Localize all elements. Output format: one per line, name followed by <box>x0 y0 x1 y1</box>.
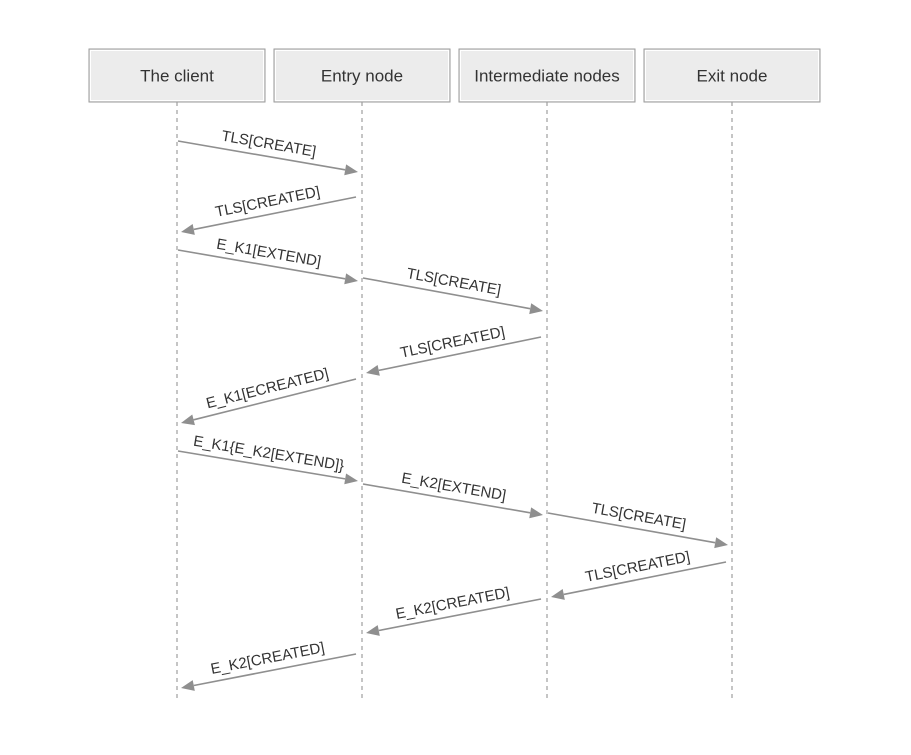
message-arrow: TLS[CREATED] <box>181 183 357 235</box>
participant-box <box>458 48 636 103</box>
participant-box <box>88 48 266 103</box>
message-arrow: E_K2[EXTEND] <box>362 470 543 519</box>
message-line <box>547 512 716 544</box>
arrowhead-icon <box>366 364 380 376</box>
messages: TLS[CREATE]TLS[CREATED]E_K1[EXTEND]TLS[C… <box>177 128 728 691</box>
message-arrow: E_K2[CREATED] <box>181 639 357 691</box>
message-label: TLS[CREATE] <box>590 500 687 533</box>
message-arrow: E_K1[EXTEND] <box>177 236 358 285</box>
message-line <box>193 196 357 231</box>
participant-box-inner <box>90 50 264 101</box>
arrowhead-icon <box>529 303 543 315</box>
arrowhead-icon <box>181 414 195 426</box>
message-line <box>193 378 357 421</box>
message-arrow: TLS[CREATED] <box>366 324 542 376</box>
arrowhead-icon <box>344 273 358 285</box>
message-arrow: E_K2[CREATED] <box>366 584 542 636</box>
message-line <box>378 598 542 632</box>
participants: The client Entry node Intermediate nodes Ex… <box>88 48 821 103</box>
message-arrow: TLS[CREATED] <box>551 548 727 600</box>
arrowhead-icon <box>366 625 380 636</box>
participant-label: The client <box>140 67 214 86</box>
message-arrow: E_K1[ECREATED] <box>181 365 357 426</box>
participant-intermediate: Intermediate nodes <box>458 48 636 103</box>
participant-exit: Exit node <box>643 48 821 103</box>
participant-label: Intermediate nodes <box>474 67 620 86</box>
participant-label: Entry node <box>321 67 403 86</box>
message-line <box>177 450 346 480</box>
participant-label: Exit node <box>697 67 768 86</box>
lifelines <box>176 102 733 702</box>
participant-box <box>643 48 821 103</box>
message-label: E_K2[CREATED] <box>209 639 326 678</box>
participant-box <box>273 48 451 103</box>
message-line <box>177 140 346 171</box>
message-line <box>193 653 357 687</box>
message-line <box>177 249 346 280</box>
participant-box-inner <box>645 50 819 101</box>
arrowhead-icon <box>344 164 358 176</box>
message-label: TLS[CREATE] <box>220 128 317 161</box>
arrowhead-icon <box>529 507 543 519</box>
arrowhead-icon <box>551 589 565 600</box>
participant-client: The client <box>88 48 266 103</box>
message-label: E_K1[ECREATED] <box>204 365 330 412</box>
arrowhead-icon <box>181 224 195 235</box>
message-line <box>563 561 727 596</box>
message-line <box>378 336 542 372</box>
arrowhead-icon <box>714 537 728 549</box>
message-arrow: TLS[CREATE] <box>177 128 358 176</box>
participant-box-inner <box>460 50 634 101</box>
message-label: E_K1{E_K2[EXTEND]} <box>192 433 345 475</box>
message-arrow: TLS[CREATE] <box>362 265 543 315</box>
arrowhead-icon <box>344 473 358 485</box>
participant-box-inner <box>275 50 449 101</box>
message-line <box>362 483 531 514</box>
message-label: E_K2[CREATED] <box>394 584 511 623</box>
participant-entry: Entry node <box>273 48 451 103</box>
arrowhead-icon <box>181 680 195 691</box>
message-line <box>362 277 531 310</box>
message-arrow: E_K1{E_K2[EXTEND]} <box>177 433 358 485</box>
message-arrow: TLS[CREATE] <box>547 500 728 549</box>
